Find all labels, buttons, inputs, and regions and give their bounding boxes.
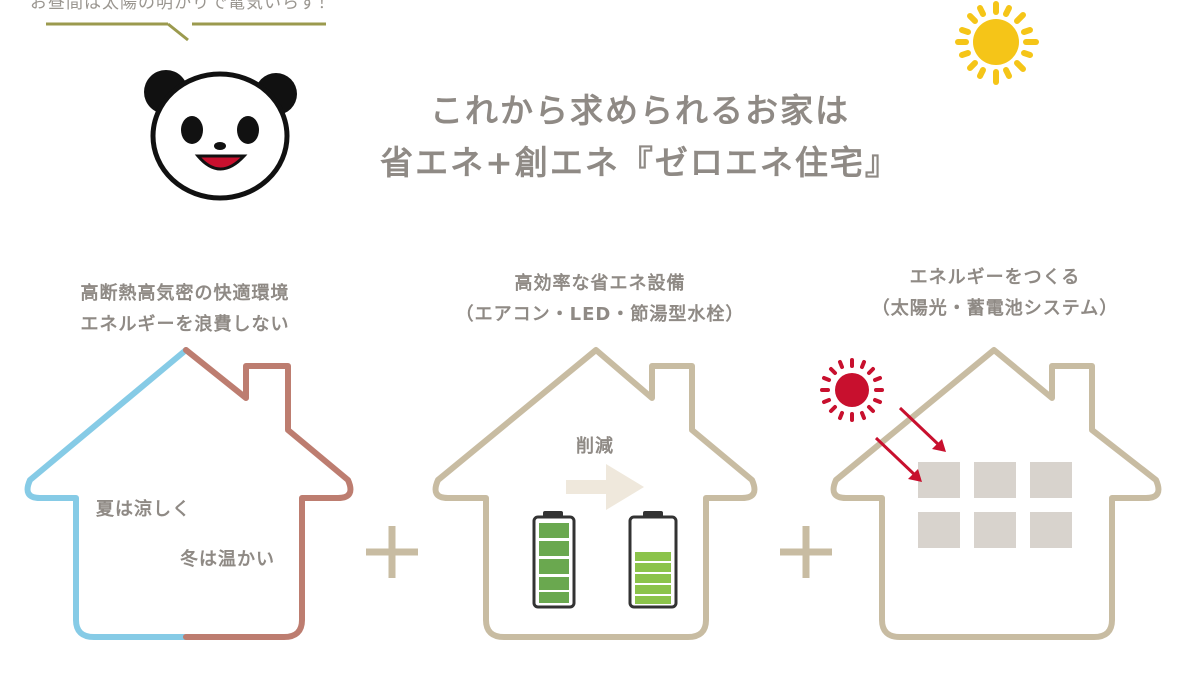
reduction-arrow-icon — [566, 464, 644, 510]
house-insulation — [24, 347, 354, 640]
house-equipment — [432, 347, 758, 640]
label-line: （エアコン・LED・節湯型水栓） — [455, 304, 745, 325]
sun-icon — [955, 1, 1039, 85]
battery-full-icon — [532, 511, 576, 609]
section-label-generation: エネルギーをつくる （太陽光・蓄電池システム） — [850, 262, 1140, 324]
label-line: 高断熱高気密の快適環境 — [80, 283, 290, 304]
section-label-insulation: 高断熱高気密の快適環境 エネルギーを浪費しない — [30, 278, 340, 340]
panda-icon — [144, 70, 297, 201]
solar-panel-icon — [918, 462, 1072, 548]
house-generation — [830, 347, 1162, 640]
label-line: エネルギーを浪費しない — [80, 314, 290, 335]
plus-icon — [780, 526, 832, 578]
top-caption: お昼間は太陽の明かりで電気いらず！ — [30, 0, 336, 13]
label-line: 高効率な省エネ設備 — [514, 273, 686, 294]
battery-charged-icon — [628, 511, 678, 609]
red-sun-icon — [820, 358, 884, 422]
main-heading-line1: これから求められるお家は — [430, 91, 850, 130]
winter-text: 冬は温かい — [180, 549, 275, 570]
sunlight-arrow-icon — [874, 406, 946, 482]
label-line: エネルギーをつくる — [909, 267, 1081, 288]
speech-bubble-tail — [46, 22, 326, 42]
summer-text: 夏は涼しく — [96, 499, 191, 520]
reduction-text: 削減 — [576, 436, 614, 457]
main-heading-line2: 省エネ+創エネ『ゼロエネ住宅』 — [380, 143, 900, 182]
label-line: （太陽光・蓄電池システム） — [871, 298, 1119, 319]
section-label-equipment: 高効率な省エネ設備 （エアコン・LED・節湯型水栓） — [440, 268, 760, 330]
plus-icon — [366, 526, 418, 578]
